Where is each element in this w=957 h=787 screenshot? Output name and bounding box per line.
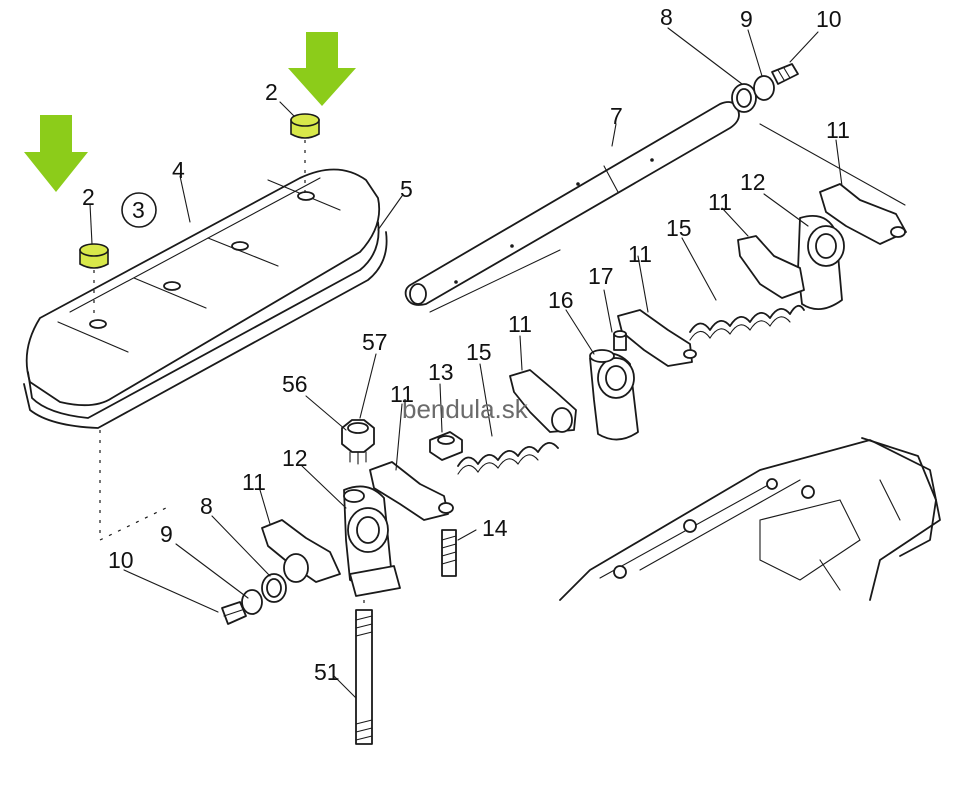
callout-11-lower-center: 11 (390, 381, 414, 407)
valve-cover (23, 168, 388, 429)
rocker-arm-left-center (509, 369, 577, 433)
callout-57: 57 (362, 329, 388, 355)
rocker-arm-center (617, 309, 697, 367)
callout-9-top: 9 (740, 6, 753, 32)
callout-10-top: 10 (816, 6, 842, 32)
callout-12-top: 12 (740, 169, 766, 195)
callout-2-right: 2 (265, 79, 278, 105)
callout-5: 5 (400, 176, 413, 202)
cylinder-head (559, 437, 941, 601)
rocker-arm-top-right (819, 183, 907, 245)
grommet-right (290, 113, 320, 139)
callout-3: 3 (132, 197, 145, 223)
callout-15-left: 15 (466, 339, 492, 365)
callout-15-right: 15 (666, 215, 692, 241)
spring-left (457, 442, 559, 475)
support-bracket-12-lower (343, 485, 401, 597)
shaft-frame-line (429, 123, 906, 313)
callout-11-left-center: 11 (508, 311, 532, 337)
callout-16: 16 (548, 287, 574, 313)
callout-11-top-right: 11 (826, 117, 850, 143)
callout-4: 4 (172, 157, 185, 183)
rocker-arm-mid-right (737, 235, 805, 299)
callout-11-mid-right: 11 (708, 189, 732, 215)
support-bracket-16 (589, 349, 639, 441)
support-bracket-12-top (797, 214, 845, 310)
indicator-arrow-left (24, 115, 88, 192)
watermark-text: bendula.sk (402, 394, 529, 424)
leader-lines (89, 27, 843, 699)
callout-7: 7 (610, 103, 623, 129)
adjusting-screw-14 (441, 529, 457, 577)
nut-13 (429, 431, 463, 461)
callout-11-center: 11 (628, 241, 652, 267)
callout-17: 17 (588, 263, 614, 289)
callout-14: 14 (482, 515, 508, 541)
callout-11-lower-left: 11 (242, 469, 266, 495)
spring-right (689, 304, 805, 341)
callout-labels: 2 2 3 4 5 7 8 9 10 11 12 11 15 11 16 17 … (82, 4, 850, 685)
shaft-end-parts-top (731, 63, 799, 113)
rocker-shaft (404, 101, 740, 306)
callout-8-top: 8 (660, 4, 673, 30)
callout-56: 56 (282, 371, 308, 397)
callout-10-bottom: 10 (108, 547, 134, 573)
indicator-arrow-right (288, 32, 356, 106)
castle-nut-56 (341, 419, 375, 465)
callout-8-bottom: 8 (200, 493, 213, 519)
shaft-end-parts-bottom (221, 573, 287, 625)
locating-pin-17 (613, 330, 627, 351)
callout-2-left: 2 (82, 184, 95, 210)
callout-9-bottom: 9 (160, 521, 173, 547)
stud-51 (355, 609, 373, 745)
callout-13: 13 (428, 359, 454, 385)
rocker-arm-lower-center (369, 461, 454, 521)
callout-3-circle (121, 192, 157, 228)
callout-12-lower: 12 (282, 445, 308, 471)
alignment-line-grommets (93, 140, 306, 320)
alignment-line-cover (99, 430, 171, 541)
grommet-left (79, 243, 109, 269)
callout-51: 51 (314, 659, 340, 685)
rocker-arm-lower-left (261, 519, 341, 583)
